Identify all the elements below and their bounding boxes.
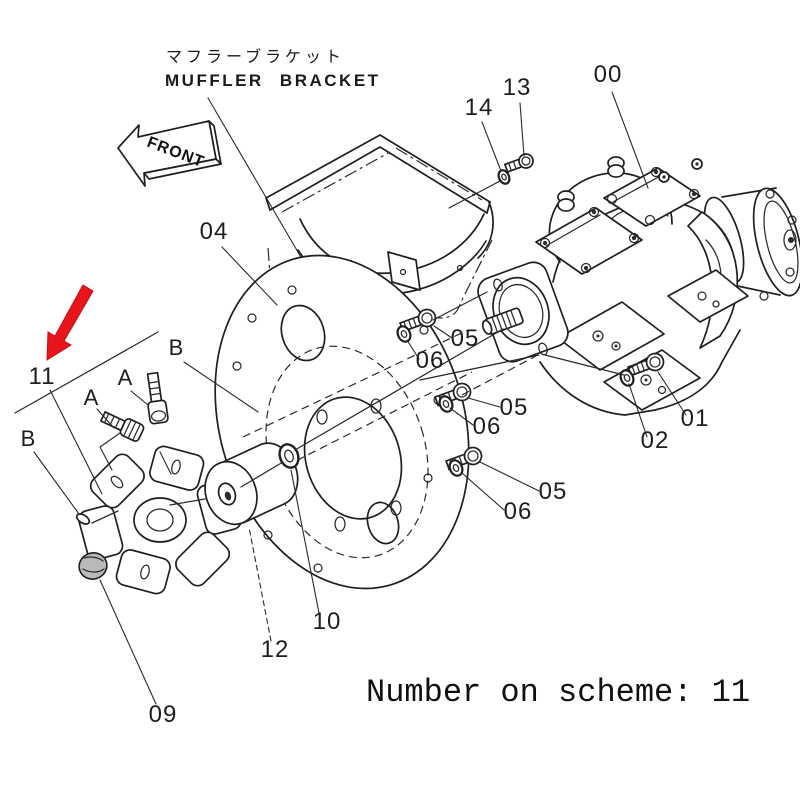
part-label-05-1: 05 [451, 325, 480, 352]
flexible-coupling-drawing [78, 445, 242, 595]
ref-label-a-right: A [118, 365, 133, 390]
part-label-09: 09 [149, 701, 178, 728]
bracket-leader-line [207, 97, 317, 284]
ref-label-b-left: B [21, 426, 36, 451]
ref-label-a-left: A [84, 385, 99, 410]
bolt-13 [504, 153, 534, 173]
label-leader-lines [33, 91, 687, 705]
part-label-05-2: 05 [500, 394, 529, 421]
red-pointer-arrow [46, 284, 94, 361]
part-label-13: 13 [503, 74, 532, 101]
ref-label-b-right: B [169, 335, 184, 360]
hub-12-drawing [204, 442, 299, 526]
part-label-14: 14 [465, 94, 494, 121]
bolt-01 [627, 352, 665, 377]
part-label-00: 00 [594, 61, 623, 88]
coupling-pin [75, 513, 91, 525]
part-label-12: 12 [261, 636, 290, 663]
part-label-01: 01 [681, 405, 710, 432]
pump-shaft [481, 307, 524, 335]
washer-10-drawing [278, 443, 300, 469]
part-label-05-3: 05 [539, 478, 568, 505]
part-label-10: 10 [313, 608, 342, 635]
front-arrow-tag: FRONT [117, 120, 222, 187]
pump-assembly-drawing [477, 156, 800, 416]
part-label-04: 04 [200, 218, 229, 245]
heading-english: MUFFLER BRACKET [165, 71, 381, 90]
cap-09-drawing [78, 552, 108, 580]
part-label-06-3: 06 [504, 498, 533, 525]
heading-japanese: マフラーブラケット [166, 47, 345, 66]
washer-06-2 [438, 395, 454, 413]
part-label-02: 02 [641, 427, 670, 454]
washer-02 [619, 369, 635, 387]
scheme-number-caption: Number on scheme: 11 [366, 674, 750, 711]
part-label-11: 11 [29, 363, 56, 390]
part-label-06-1: 06 [416, 347, 445, 374]
part-label-06-2: 06 [473, 413, 502, 440]
assembly-axis-lines [14, 180, 625, 524]
bolt-a-right [146, 371, 172, 475]
washer-06-3 [448, 459, 464, 477]
bolt-a-left [100, 411, 145, 442]
bolt-a-pointer-lines [99, 432, 121, 471]
